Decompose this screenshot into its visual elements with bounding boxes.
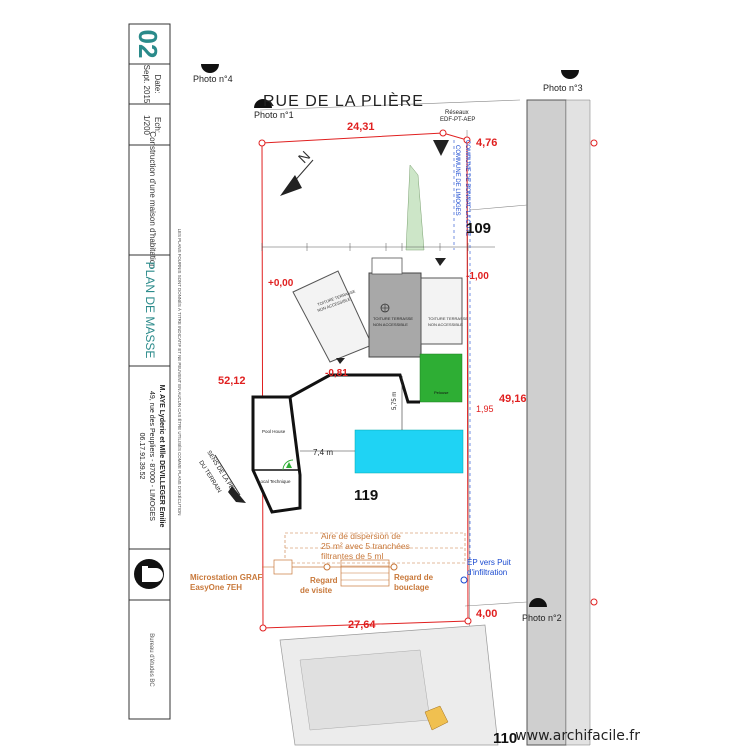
reseaux-label-2: EDF-PT-AEP [440, 117, 475, 123]
company-small: Bureau d'études BC [148, 633, 154, 687]
reseaux-marker [433, 140, 449, 156]
project-title: Construction d'une maison d'habitation [148, 131, 157, 268]
hedge [405, 164, 425, 251]
lot-number-south: 110 [493, 730, 517, 747]
photo-label-3: Photo n°3 [543, 83, 583, 93]
microstation-line-2: EasyOne 7EH [190, 583, 242, 592]
photo-label-2: Photo n°2 [522, 613, 562, 623]
pool-house-label: Pool House [262, 429, 286, 434]
dim-top-right: 4,76 [476, 137, 497, 149]
north-arrow: N [280, 148, 314, 196]
side-dimension: 5,75 m [392, 392, 398, 410]
parcel-boundary [258, 129, 598, 632]
owner-line-1: M. AYE Lyderic et Mlle DEVILLEGER Emilie [158, 385, 165, 528]
level-plus: +0,00 [268, 278, 294, 289]
house: TOITURE TERRASSE NON ACCESSIBLE TOITURE … [292, 257, 468, 403]
date-value: Sept. 2015 [142, 65, 151, 104]
plan-title: PLAN DE MASSE [143, 262, 157, 359]
owner-line-2: 49, rue des Peupliers - 87000 - LIMOGES [148, 391, 155, 521]
regard-visite-line-2: de visite [300, 586, 333, 595]
regard-bouclage-line-1: Regard de [394, 573, 434, 582]
owner-line-3: 06.17.91.39.52 [138, 433, 145, 480]
microstation-line-1: Microstation GRAF [190, 573, 263, 582]
commune-label-2: COMMUNE DE BONNAC LA COTE [464, 140, 470, 236]
reseaux-label-1: Réseaux [445, 110, 469, 116]
south-buildings [279, 624, 499, 746]
commune-label-1: COMMUNE DE LIMOGES [454, 145, 460, 216]
photo-label-1: Photo n°1 [254, 110, 294, 120]
dim-bottom: 27,64 [348, 619, 376, 631]
swimming-pool [354, 429, 464, 474]
dispersion-line-2: 25 m² avec 5 tranchées [321, 541, 410, 551]
ep-note-line-1: EP vers Puit [467, 558, 512, 567]
vertical-note: LES PLANS FOURNIS SONT DONNÉS À TITRE IN… [177, 229, 182, 516]
pool-house-block: Pool House Local Technique [251, 395, 302, 514]
roof-mid-label-1: TOITURE TERRASSE [373, 316, 413, 321]
boundary-wall [289, 373, 420, 404]
level-minus-mid: -0,81 [325, 368, 348, 379]
pelouse-label: Pelouse [434, 390, 449, 395]
ep-note-line-2: d'infiltration [467, 568, 507, 577]
ep-drain [453, 140, 471, 584]
dim-top: 24,31 [347, 121, 375, 133]
regard-bouclage-line-2: bouclage [394, 583, 430, 592]
lot-number-north: 109 [466, 220, 491, 237]
regard-visite-line-1: Regard [310, 576, 338, 585]
photo-markers [201, 64, 579, 607]
street-name: RUE DE LA PLIÈRE [263, 91, 424, 110]
house-dimension-line [261, 243, 495, 251]
dim-right: 49,16 [499, 393, 527, 405]
roof-mid-label-2: NON ACCESSIBLE [373, 322, 408, 327]
dispersion-line-3: filtrantes de 5 ml [321, 551, 383, 561]
pool-dimension: 7,4 m [313, 448, 333, 457]
lot-number-main: 119 [354, 487, 378, 504]
dim-left: 52,12 [218, 375, 246, 387]
scale-value: 1/200 [142, 115, 151, 136]
roof-east-label-1: TOITURE TERRASSE [428, 316, 468, 321]
cartouche: 02 Date: Sept. 2015 Ech: 1/200 Construct… [128, 23, 182, 720]
photo-label-4: Photo n°4 [193, 74, 233, 84]
watermark: www.archifacile.fr [515, 728, 640, 744]
small-dimension: 1,95 [476, 404, 494, 414]
dim-bottom-right: 4,00 [476, 608, 497, 620]
company-logo [134, 559, 164, 589]
date-label: Date: [153, 74, 162, 93]
road [526, 99, 591, 746]
dispersion-line-1: Aire de dispersion de [321, 531, 401, 541]
roof-east-label-2: NON ACCESSIBLE [428, 322, 463, 327]
level-minus-right: -1,00 [466, 271, 489, 282]
slope-arrow [214, 454, 246, 503]
sheet-number: 02 [133, 30, 163, 59]
septic-system [262, 532, 466, 587]
scale-label: Ech: [153, 117, 162, 133]
local-technique-label: Local Technique [258, 479, 291, 484]
